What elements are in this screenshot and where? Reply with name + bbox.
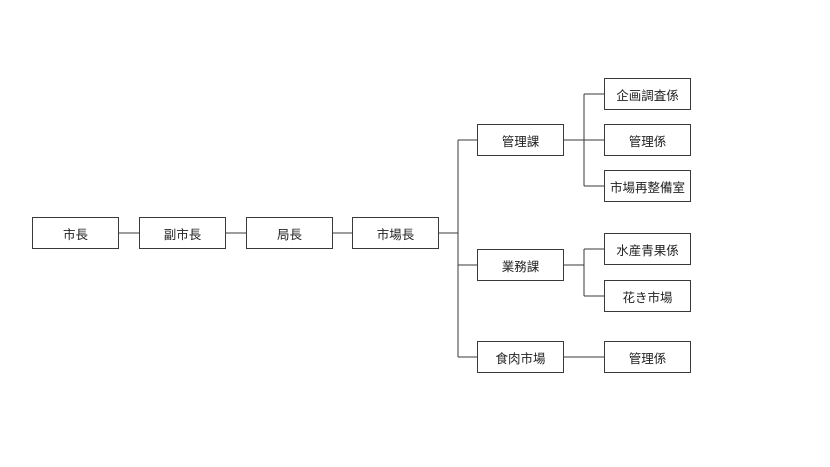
operations-division-label: 業務課: [501, 258, 540, 274]
management-unit-label: 管理係: [628, 133, 667, 149]
management-unit-box: 管理係: [604, 124, 691, 156]
meat-market-management-unit-label: 管理係: [628, 350, 667, 366]
bureau-chief-label: 局長: [276, 226, 302, 242]
bureau-chief-box: 局長: [246, 217, 333, 249]
market-director-box: 市場長: [352, 217, 439, 249]
deputy-mayor-box: 副市長: [139, 217, 226, 249]
planning-research-unit-label: 企画調査係: [616, 87, 679, 103]
meat-market-label: 食肉市場: [495, 350, 546, 366]
market-redevelopment-office-box: 市場再整備室: [604, 170, 691, 202]
deputy-mayor-label: 副市長: [163, 226, 202, 242]
operations-division-box: 業務課: [477, 249, 564, 281]
flower-market-box: 花き市場: [604, 280, 691, 312]
management-division-label: 管理課: [501, 133, 540, 149]
fisheries-produce-unit-box: 水産青果係: [604, 233, 691, 265]
meat-market-management-unit-box: 管理係: [604, 341, 691, 373]
market-redevelopment-office-label: 市場再整備室: [609, 179, 685, 195]
mayor-label: 市長: [62, 226, 88, 242]
mayor-box: 市長: [32, 217, 119, 249]
management-division-box: 管理課: [477, 124, 564, 156]
market-director-label: 市場長: [376, 226, 415, 242]
fisheries-produce-unit-label: 水産青果係: [616, 242, 679, 258]
planning-research-unit-box: 企画調査係: [604, 78, 691, 110]
flower-market-label: 花き市場: [622, 289, 673, 305]
meat-market-box: 食肉市場: [477, 341, 564, 373]
